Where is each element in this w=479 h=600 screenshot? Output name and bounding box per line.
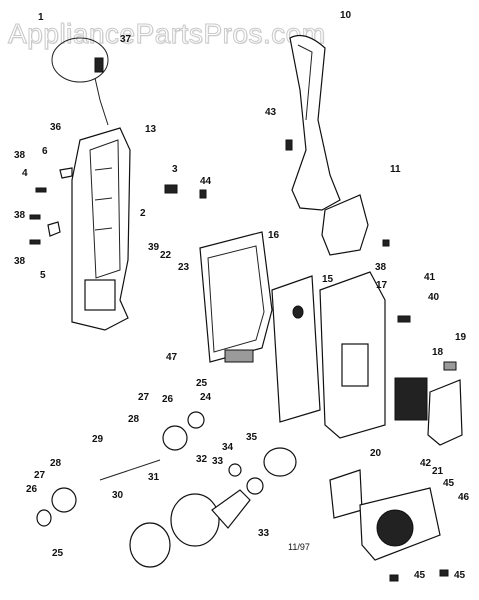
- label-36: 36: [50, 122, 62, 133]
- label-33-b: 33: [258, 528, 270, 539]
- label-26-a: 26: [162, 394, 174, 405]
- label-24: 24: [200, 392, 212, 403]
- label-38-b: 38: [14, 210, 26, 221]
- date-code: 11/97: [288, 542, 310, 552]
- label-19: 19: [455, 332, 467, 343]
- bag-panel-frame: [199, 231, 273, 363]
- label-4: 4: [22, 168, 28, 179]
- label-41: 41: [424, 272, 436, 283]
- label-20: 20: [370, 448, 382, 459]
- label-33-a: 33: [212, 456, 224, 467]
- label-45-b: 45: [414, 570, 426, 581]
- label-43: 43: [265, 107, 277, 118]
- label-28-b: 28: [50, 458, 62, 469]
- label-13: 13: [145, 124, 157, 135]
- label-27-a: 27: [138, 392, 150, 403]
- label-40: 40: [428, 292, 440, 303]
- label-32: 32: [196, 454, 208, 465]
- label-11: 11: [390, 164, 401, 175]
- label-15: 16: [268, 230, 280, 241]
- label-45-c: 45: [454, 570, 466, 581]
- label-37: 37: [120, 34, 132, 45]
- label-3: 3: [172, 164, 178, 175]
- label-31: 31: [148, 472, 160, 483]
- label-39: 39: [148, 242, 160, 253]
- filter-grille: [394, 361, 463, 446]
- label-10: 10: [340, 10, 352, 21]
- label-29: 29: [92, 434, 104, 445]
- handle-part: [285, 35, 341, 211]
- label-47: 47: [166, 352, 178, 363]
- label-30: 30: [112, 490, 124, 501]
- front-cover: [319, 271, 411, 439]
- label-46: 46: [458, 492, 470, 503]
- label-21: 21: [432, 466, 444, 477]
- bag-cover: [271, 275, 321, 423]
- label-23: 23: [178, 262, 190, 273]
- label-38-a: 38: [14, 150, 26, 161]
- label-22: 22: [160, 250, 172, 261]
- label-28-a: 28: [128, 414, 140, 425]
- label-1: 1: [38, 12, 44, 23]
- main-housing: [29, 127, 207, 331]
- label-25-b: 25: [52, 548, 64, 559]
- label-2: 2: [140, 208, 146, 219]
- cord-hook: [321, 194, 390, 256]
- label-18: 18: [432, 347, 444, 358]
- part-number-labels: 1 10 37 43 36 13 38 6 4 3 44 2 11 38 38 …: [14, 10, 470, 581]
- cord-assembly: [51, 37, 109, 126]
- label-27-b: 27: [34, 470, 46, 481]
- label-34: 34: [222, 442, 234, 453]
- label-17: 17: [376, 280, 388, 291]
- label-38-c: 38: [14, 256, 26, 267]
- label-35: 35: [246, 432, 258, 443]
- label-38-d: 38: [375, 262, 387, 273]
- base-assembly: [329, 469, 449, 582]
- label-44: 44: [200, 176, 212, 187]
- motor-fan-assembly: [36, 411, 297, 568]
- label-5: 5: [40, 270, 46, 281]
- label-45-a: 45: [443, 478, 455, 489]
- label-16: 15: [322, 274, 334, 285]
- label-25-a: 25: [196, 378, 208, 389]
- label-42: 42: [420, 458, 432, 469]
- label-6: 6: [42, 146, 48, 157]
- label-26-b: 26: [26, 484, 38, 495]
